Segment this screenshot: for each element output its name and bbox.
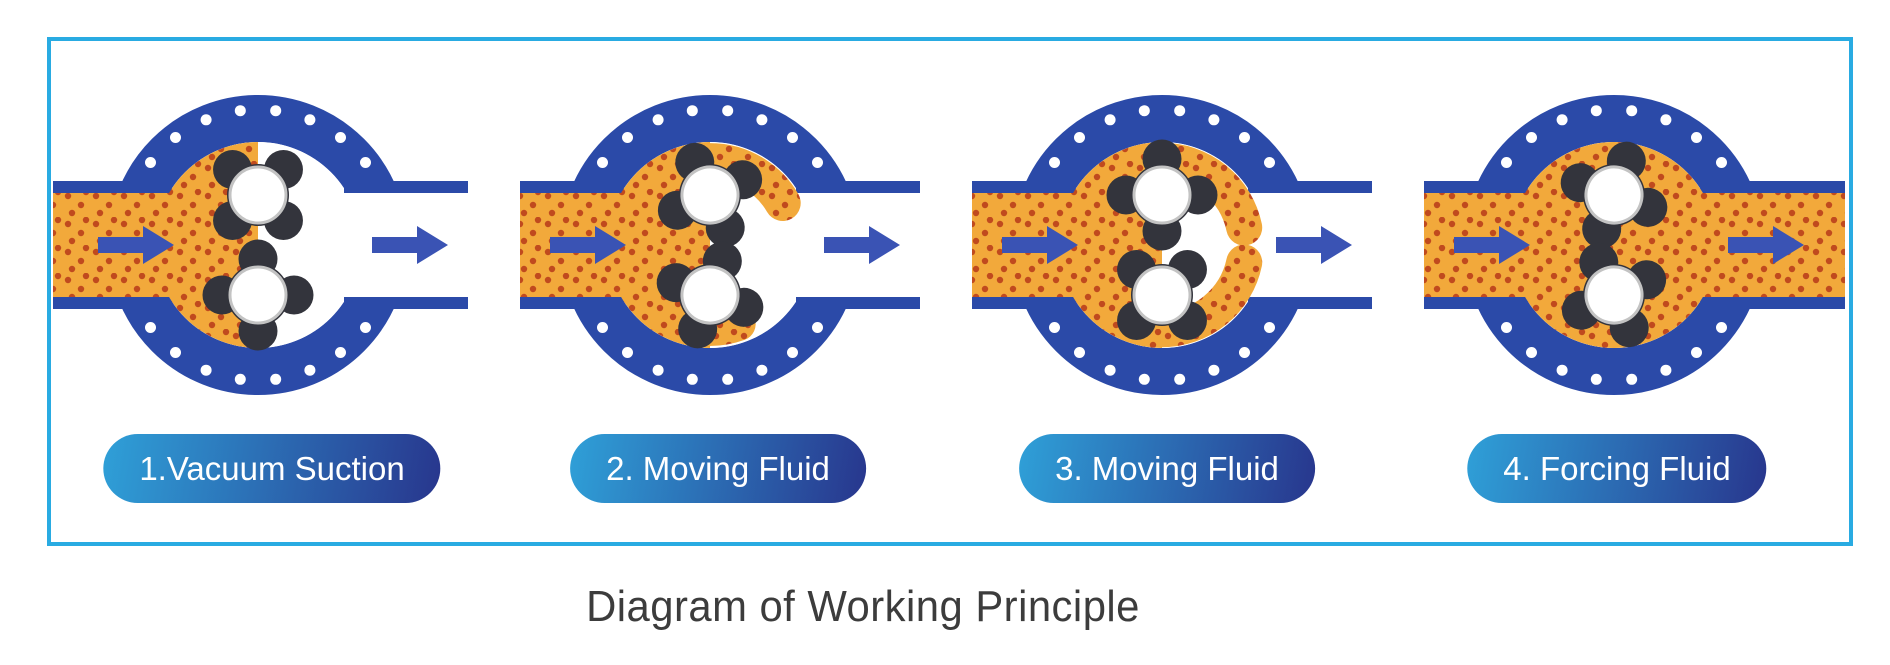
stage-label-3: 3. Moving Fluid — [1019, 434, 1315, 503]
stage-label-4: 4. Forcing Fluid — [1467, 434, 1767, 503]
stage-label-1: 1.Vacuum Suction — [103, 434, 441, 503]
diagram-caption: Diagram of Working Principle — [586, 582, 1140, 631]
stage-label-2: 2. Moving Fluid — [570, 434, 866, 503]
